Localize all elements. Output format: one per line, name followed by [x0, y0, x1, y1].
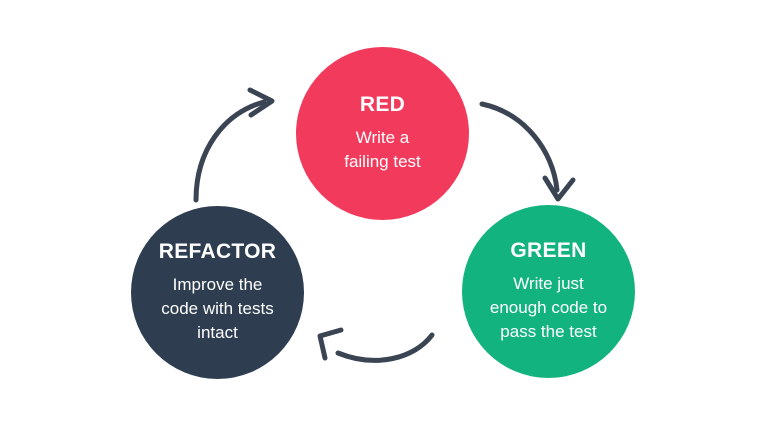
arrow-red-to-green-curve	[479, 101, 560, 193]
cycle-node-green[interactable]: GREEN Write just enough code to pass the…	[462, 205, 635, 378]
cycle-node-red[interactable]: RED Write a failing test	[296, 47, 469, 220]
cycle-node-green-description: Write just enough code to pass the test	[489, 273, 608, 341]
cycle-node-red-description: Write a failing test	[344, 127, 421, 171]
arrow-refactor-to-red	[193, 87, 275, 203]
cycle-node-green-title: GREEN	[510, 239, 587, 263]
cycle-node-refactor-title: REFACTOR	[158, 240, 277, 264]
arrow-green-to-refactor-head	[317, 327, 344, 361]
arrow-red-to-green	[479, 101, 576, 202]
arrow-green-to-refactor	[317, 327, 435, 363]
arrow-refactor-to-red-head	[247, 87, 275, 118]
cycle-node-refactor[interactable]: REFACTOR Improve the code with tests int…	[131, 206, 304, 379]
arrow-red-to-green-head	[542, 175, 576, 202]
cycle-node-refactor-description: Improve the code with tests intact	[161, 274, 274, 342]
arrow-green-to-refactor-curve	[335, 332, 435, 363]
cycle-node-red-title: RED	[359, 93, 406, 117]
arrow-refactor-to-red-curve	[193, 99, 267, 203]
